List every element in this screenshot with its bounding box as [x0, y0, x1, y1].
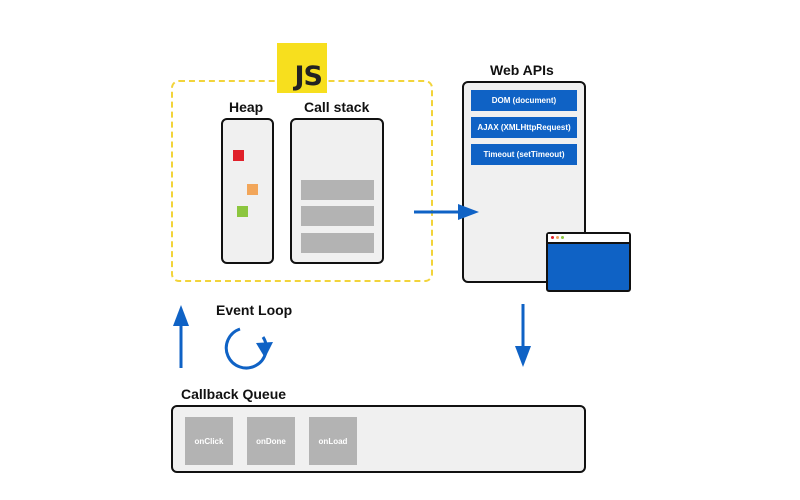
web-api-timeout: Timeout (setTimeout)	[471, 144, 577, 165]
arrow-stack-to-webapis	[414, 204, 479, 220]
browser-dot-red	[551, 236, 554, 239]
stack-frame	[301, 233, 374, 253]
heap-object-red	[233, 150, 244, 161]
browser-window-icon	[546, 232, 631, 292]
browser-dot-green	[561, 236, 564, 239]
web-api-dom: DOM (document)	[471, 90, 577, 111]
callback-queue-label: Callback Queue	[181, 386, 287, 402]
callback-item-onclick: onClick	[185, 417, 233, 465]
call-stack-label: Call stack	[304, 99, 370, 115]
stack-frame	[301, 206, 374, 226]
arrow-webapis-to-queue	[515, 304, 531, 367]
browser-dot-orange	[556, 236, 559, 239]
heap-object-orange	[247, 184, 258, 195]
arrow-queue-to-stack	[173, 305, 189, 368]
circular-arrow-icon	[224, 327, 273, 370]
browser-title-bar	[548, 234, 629, 244]
js-logo-text: JS	[294, 61, 323, 92]
callback-item-onload: onLoad	[309, 417, 357, 465]
web-api-ajax: AJAX (XMLHttpRequest)	[471, 117, 577, 138]
js-logo: JS	[277, 43, 327, 93]
callback-item-ondone: onDone	[247, 417, 295, 465]
heap-object-green	[237, 206, 248, 217]
heap-label: Heap	[229, 99, 264, 115]
stack-frame	[301, 180, 374, 200]
event-loop-label: Event Loop	[216, 302, 293, 318]
web-apis-label: Web APIs	[490, 62, 554, 78]
web-apis-panel	[462, 81, 586, 283]
callback-queue-panel	[171, 405, 586, 473]
heap-panel	[221, 118, 274, 264]
